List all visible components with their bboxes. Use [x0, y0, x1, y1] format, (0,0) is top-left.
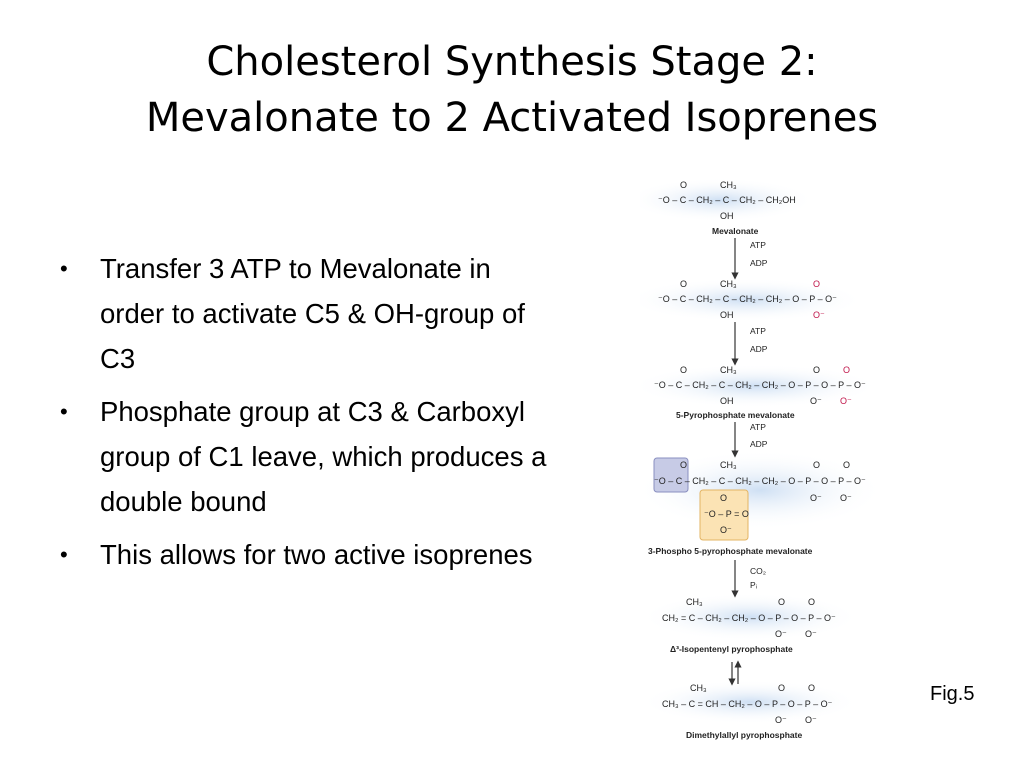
- molecule-dimethylallyl-pyrophosphate: CH₃ O O CH₃ – C = CH – CH₂ – O – P – O –…: [662, 683, 833, 740]
- cofactor-input: ATP: [750, 326, 766, 336]
- atom-label: OH: [720, 396, 734, 406]
- equilibrium-arrows: [728, 660, 742, 686]
- atom-label: O: [843, 365, 850, 375]
- bullet-item: • This allows for two active isoprenes: [58, 532, 558, 577]
- molecule-name: Mevalonate: [712, 226, 759, 236]
- atom-label: CH₃: [720, 460, 737, 470]
- atom-label: O: [813, 460, 820, 470]
- cofactor-input: ATP: [750, 240, 766, 250]
- atom-label: O: [843, 460, 850, 470]
- molecule-name: 5-Pyrophosphate mevalonate: [676, 410, 795, 420]
- bullet-marker: •: [60, 542, 68, 567]
- pathway-diagram: O CH₃ ⁻O – C – CH₂ – C – CH₂ – CH₂OH OH …: [640, 178, 885, 740]
- atom-label: O: [808, 683, 815, 693]
- atom-label: O: [680, 279, 687, 289]
- byproduct-output: Pᵢ: [750, 580, 757, 590]
- cofactor-output: ADP: [750, 344, 768, 354]
- atom-label: OH: [720, 310, 734, 320]
- structural-formula: CH₂ = C – CH₂ – CH₂ – O – P – O – P – O⁻: [662, 613, 836, 623]
- phosphate-highlight-box: [699, 489, 749, 541]
- atom-label: O: [680, 180, 687, 190]
- cofactor-output: ADP: [750, 258, 768, 268]
- molecule-isopentenyl-pyrophosphate: CH₃ O O CH₂ = C – CH₂ – CH₂ – O – P – O …: [662, 597, 836, 654]
- cofactor-output: ADP: [750, 439, 768, 449]
- molecule-name: Dimethylallyl pyrophosphate: [686, 730, 802, 740]
- structural-formula: ⁻O – C – CH₂ – C – CH₂ – CH₂OH: [658, 195, 796, 205]
- reaction-step: ATP ADP: [731, 422, 768, 458]
- atom-label: O: [720, 493, 727, 503]
- atom-label: CH₃: [686, 597, 703, 607]
- atom-label: O: [778, 683, 785, 693]
- atom-label: O⁻: [775, 715, 787, 725]
- atom-label: O⁻: [805, 715, 817, 725]
- cofactor-input: ATP: [750, 422, 766, 432]
- structural-formula: ⁻O – C – CH₂ – C – CH₂ – CH₂ – O – P – O…: [658, 294, 837, 304]
- structural-formula: ⁻O – C – CH₂ – C – CH₂ – CH₂ – O – P – O…: [654, 476, 866, 486]
- molecule-glow: [640, 680, 860, 724]
- bullet-item: • Phosphate group at C3 & Carboxyl group…: [58, 389, 558, 524]
- atom-label: O⁻: [810, 396, 822, 406]
- atom-label: CH₃: [690, 683, 707, 693]
- atom-label: O: [808, 597, 815, 607]
- atom-label: CH₃: [720, 180, 737, 190]
- bullet-text: This allows for two active isoprenes: [100, 539, 533, 570]
- atom-label: O⁻: [775, 629, 787, 639]
- bullet-text: Phosphate group at C3 & Carboxyl group o…: [100, 396, 547, 517]
- pathway-figure: O CH₃ ⁻O – C – CH₂ – C – CH₂ – CH₂OH OH …: [640, 172, 890, 748]
- atom-label: O: [813, 365, 820, 375]
- molecule-glow: [640, 593, 860, 641]
- atom-label: O⁻: [810, 493, 822, 503]
- atom-label: CH₃: [720, 279, 737, 289]
- structural-formula: CH₃ – C = CH – CH₂ – O – P – O – P – O⁻: [662, 699, 833, 709]
- molecule-glow: [640, 364, 880, 408]
- reaction-step: ATP ADP: [731, 238, 768, 280]
- reaction-step: ATP ADP: [731, 322, 768, 366]
- structural-formula: ⁻O – C – CH₂ – C – CH₂ – CH₂ – O – P – O…: [654, 380, 866, 390]
- molecule-mevalonate-5-phosphate: O CH₃ O ⁻O – C – CH₂ – C – CH₂ – CH₂ – O…: [658, 279, 837, 320]
- bullet-item: • Transfer 3 ATP to Mevalonate in order …: [58, 246, 558, 381]
- atom-label: OH: [720, 211, 734, 221]
- atom-label: O⁻: [813, 310, 825, 320]
- atom-label: CH₃: [720, 365, 737, 375]
- reaction-step: CO₂ Pᵢ: [731, 560, 766, 598]
- atom-label: O: [813, 279, 820, 289]
- figure-label: Fig.5: [930, 683, 975, 705]
- molecule-glow: [640, 278, 865, 322]
- title-line-1: Cholesterol Synthesis Stage 2:: [206, 39, 818, 85]
- atom-label: O: [778, 597, 785, 607]
- title-line-2: Mevalonate to 2 Activated Isoprenes: [145, 95, 879, 141]
- molecule-mevalonate: O CH₃ ⁻O – C – CH₂ – C – CH₂ – CH₂OH OH …: [658, 180, 796, 236]
- atom-label: O⁻: [720, 525, 732, 535]
- molecule-name: Δ³-Isopentenyl pyrophosphate: [670, 644, 793, 654]
- atom-label: O⁻: [840, 493, 852, 503]
- bullet-list: • Transfer 3 ATP to Mevalonate in order …: [58, 246, 558, 585]
- bullet-text: Transfer 3 ATP to Mevalonate in order to…: [100, 253, 525, 374]
- byproduct-output: CO₂: [750, 566, 766, 576]
- molecule-3-phospho-5-pyrophosphate-mevalonate: O CH₃ O O ⁻O – C – CH₂ – C – CH₂ – CH₂ –…: [648, 460, 866, 556]
- atom-label: O⁻: [840, 396, 852, 406]
- atom-label: O: [680, 365, 687, 375]
- bullet-marker: •: [60, 399, 68, 424]
- atom-label: ⁻O – P = O: [704, 509, 749, 519]
- atom-label: O⁻: [805, 629, 817, 639]
- slide-title: Cholesterol Synthesis Stage 2: Mevalonat…: [40, 34, 984, 146]
- carboxyl-highlight-box: [653, 457, 689, 493]
- atom-label: O: [680, 460, 687, 470]
- molecule-glow: [640, 178, 815, 222]
- bullet-marker: •: [60, 256, 68, 281]
- molecule-name: 3-Phospho 5-pyrophosphate mevalonate: [648, 546, 813, 556]
- molecule-5-pyrophosphate-mevalonate: O CH₃ O O ⁻O – C – CH₂ – C – CH₂ – CH₂ –…: [654, 365, 866, 420]
